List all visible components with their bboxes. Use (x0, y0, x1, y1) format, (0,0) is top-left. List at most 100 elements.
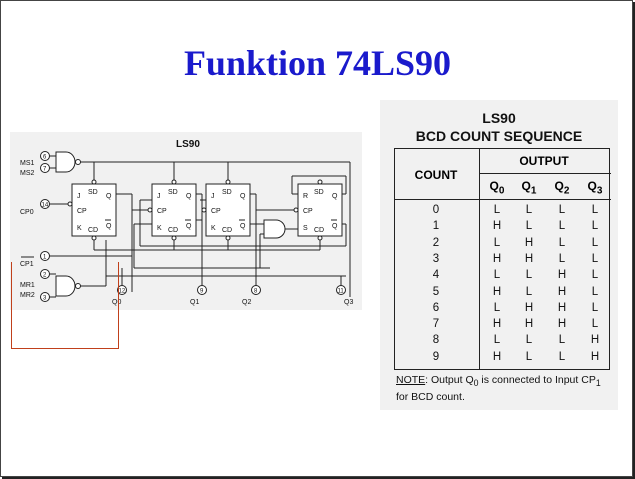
ff2-cp-label: CP (211, 208, 221, 215)
pin-circle-q1 (197, 285, 207, 295)
pin-circle-q2 (251, 285, 261, 295)
output-cell-q0: L (493, 301, 501, 314)
pin-number-q2: 8 (254, 289, 258, 295)
ff0-cp-label: CP (77, 208, 87, 215)
pin-label-q0: Q0 (112, 299, 121, 306)
ff1-cd-label: CD (168, 227, 178, 234)
output-cell-q2: L (558, 334, 566, 347)
external-wire-q0-cp1 (11, 262, 119, 349)
output-cell-q1: H (524, 301, 534, 314)
ff1-qbar-label: Q (186, 223, 192, 230)
pin-label-q2: Q2 (242, 299, 251, 306)
output-cell-q0: L (493, 334, 501, 347)
table-grid (394, 148, 611, 370)
output-cell-q2: L (558, 252, 566, 265)
output-cell-q2: H (557, 269, 567, 282)
output-cell-q2: L (558, 220, 566, 233)
output-cell-q3: H (590, 350, 600, 363)
output-cell-q0: H (492, 285, 502, 298)
table-title-chip: LS90 (482, 110, 516, 126)
ff3-cd-label: CD (314, 227, 324, 234)
slide-shadow (2, 477, 635, 479)
slide-shadow (633, 2, 635, 479)
ff1-j-label: J (157, 193, 161, 200)
output-cell-q3: L (591, 204, 599, 216)
flipflop-0 (71, 183, 117, 237)
ff2-q-label: Q (240, 193, 246, 200)
ff3-s-label: S (303, 225, 308, 232)
pin-number-cp0: 14 (42, 203, 49, 209)
ff0-cd-label: CD (88, 227, 98, 234)
column-header-q0: Q0 (489, 179, 505, 197)
ff3-cp-label: CP (303, 208, 313, 215)
ff3-qbar-label: Q (332, 223, 338, 230)
output-cell-q1: L (525, 269, 533, 282)
output-cell-q1: L (525, 285, 533, 298)
bcd-count-table-panel: LS90 BCD COUNT SEQUENCE COUNT OUTPUT Q0 … (380, 100, 618, 410)
output-cell-q3: L (591, 285, 599, 298)
pin-number-q3: 11 (338, 289, 345, 295)
column-header-q2: Q2 (554, 179, 570, 197)
ff3-q-label: Q (332, 193, 338, 200)
pin-label-mr1: MR1 (20, 282, 35, 289)
column-header-q3: Q3 (587, 179, 603, 197)
output-cell-q3: L (591, 236, 599, 249)
ff2-sd-label: SD (222, 189, 232, 196)
table-title: BCD COUNT SEQUENCE (415, 128, 583, 144)
count-cell: 7 (432, 318, 440, 331)
output-cell-q2: L (558, 236, 566, 249)
pin-label-ms2: MS2 (20, 170, 35, 177)
ff1-cp-label: CP (157, 208, 167, 215)
count-cell: 9 (432, 350, 440, 363)
output-cell-q1: H (524, 318, 534, 331)
pin-number-mr1: 2 (43, 273, 47, 279)
ff2-qbar-label: Q (240, 223, 246, 230)
output-cell-q1: L (525, 204, 533, 216)
ff3-r-label: R (303, 193, 308, 200)
ff0-sd-label: SD (88, 189, 98, 196)
output-cell-q0: L (493, 236, 501, 249)
column-header-count: COUNT (414, 168, 458, 182)
output-cell-q2: H (557, 285, 567, 298)
count-cell: 0 (432, 204, 440, 216)
count-cell: 8 (432, 334, 440, 347)
flipflop-2 (205, 183, 251, 237)
ff1-q-label: Q (186, 193, 192, 200)
pin-number-ms1: 6 (43, 155, 47, 161)
slide-title: Funktion 74LS90 (183, 43, 452, 83)
output-cell-q0: H (492, 220, 502, 233)
output-cell-q0: H (492, 318, 502, 331)
pin-label-ms1: MS1 (20, 160, 35, 167)
nand-gate-mr (55, 275, 76, 297)
ff2-k-label: K (211, 225, 216, 232)
ff0-k-label: K (77, 225, 82, 232)
pin-label-q3: Q3 (344, 299, 353, 306)
output-cell-q3: L (591, 220, 599, 233)
pin-label-cp1: CP1 (20, 261, 34, 268)
nand-gate-ms (55, 151, 76, 173)
output-cell-q2: H (557, 318, 567, 331)
count-cell: 6 (432, 301, 440, 314)
count-cell: 1 (432, 220, 440, 233)
output-cell-q2: L (558, 350, 566, 363)
pin-label-cp0: CP0 (20, 209, 34, 216)
count-cell: 5 (432, 285, 440, 298)
output-cell-q1: H (524, 236, 534, 249)
pin-number-q0: 12 (119, 289, 126, 295)
pin-label-mr2: MR2 (20, 292, 35, 299)
ff3-sd-label: SD (314, 189, 324, 196)
output-cell-q0: L (493, 269, 501, 282)
column-header-q1: Q1 (521, 179, 537, 197)
output-cell-q3: L (591, 252, 599, 265)
ls90-circuit-diagram: LS90 MS1 MS2 6 7 CP0 14 J SD Q CP K CD Q… (10, 132, 362, 310)
circuit-svg: LS90 MS1 MS2 6 7 CP0 14 J SD Q CP K CD Q… (20, 139, 353, 306)
output-cell-q0: H (492, 252, 502, 265)
ff2-cd-label: CD (222, 227, 232, 234)
pin-number-q1: 9 (200, 289, 204, 295)
count-cell: 4 (432, 269, 440, 282)
ff0-q-label: Q (106, 193, 112, 200)
pin-number-mr2: 3 (43, 296, 47, 302)
output-cell-q1: L (525, 350, 533, 363)
ff1-sd-label: SD (168, 189, 178, 196)
